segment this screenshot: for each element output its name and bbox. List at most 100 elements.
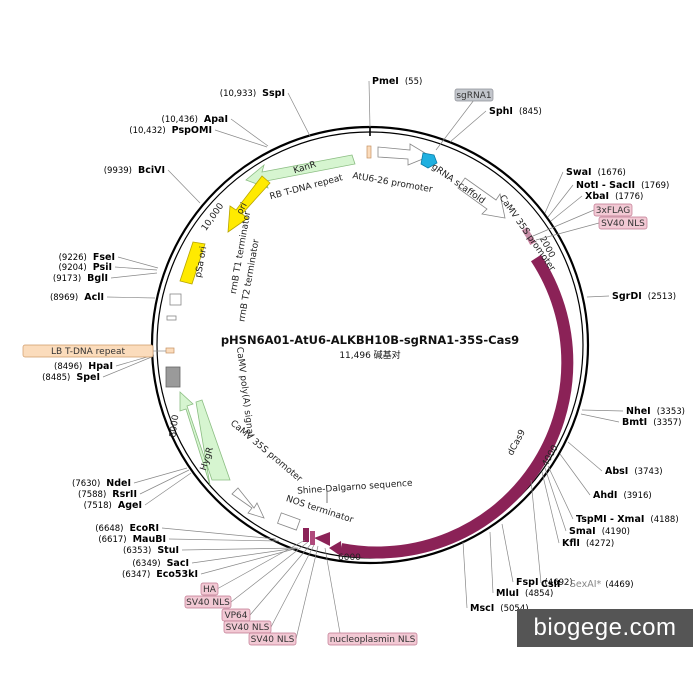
feature-pill-label: nucleoplasmin NLS <box>330 635 416 645</box>
site-position: (5054) <box>500 604 528 614</box>
site-leader <box>567 441 603 472</box>
pill-leader <box>532 209 595 237</box>
site-label: (6353)StuI <box>123 545 179 556</box>
site-label: (8485)SpeI <box>42 372 100 383</box>
feature-label-grna-scaffold: gRNA scaffold <box>429 162 486 206</box>
lb-tdna-repeat-mark <box>165 347 175 354</box>
site-name: PmeI <box>372 76 399 87</box>
feature-pill-label: VP64 <box>224 611 247 621</box>
site-label: SwaI(1676) <box>566 167 626 178</box>
site-name: SspI <box>262 88 285 99</box>
feature-pill-label: SV40 NLS <box>186 598 230 608</box>
site-name: SpeI <box>76 372 100 383</box>
feature-pill-box <box>200 582 219 596</box>
site-label: (9204)PsiI <box>58 262 112 273</box>
site-position: (1769) <box>641 181 669 191</box>
tick-6000: 6000 <box>338 553 361 563</box>
ori-arrow <box>227 175 271 233</box>
site-position: (3357) <box>653 418 681 428</box>
site-name: AbsI <box>605 466 628 477</box>
feature-pill: LB T-DNA repeat <box>22 344 154 358</box>
feature-pill-label: sgRNA1 <box>456 91 491 101</box>
feature-pill-label: 3xFLAG <box>596 206 630 216</box>
site-label: SmaI(4190) <box>569 526 630 537</box>
site-csii-pos: (4469) <box>605 580 633 590</box>
site-leader <box>110 272 158 279</box>
feature-pill-box <box>598 216 648 230</box>
camv-polya-signal <box>165 366 181 388</box>
vp64-segment <box>310 531 315 545</box>
feature-label-ori: ori <box>235 201 249 216</box>
feature-pill-box <box>22 344 154 358</box>
site-name: NheI <box>626 406 651 417</box>
feature-pill-label: SV40 NLS <box>251 635 295 645</box>
site-position: (6617) <box>98 535 126 545</box>
site-position: (7588) <box>78 490 106 500</box>
site-label: (6617)MauBI <box>98 534 166 545</box>
site-label: PmeI(55) <box>372 76 422 87</box>
site-label: (10,436)ApaI <box>162 114 228 125</box>
site-label: BmtI(3357) <box>622 417 681 428</box>
site-name: KflI <box>562 538 580 549</box>
site-position: (2513) <box>648 292 676 302</box>
pill-leader <box>324 547 341 634</box>
site-position: (10,933) <box>220 89 256 99</box>
camv35s-promoter2-arrow <box>231 487 265 519</box>
site-name: XbaI <box>585 191 609 202</box>
site-label: (8496)HpaI <box>54 361 113 372</box>
rrnb-t1-terminator <box>169 293 182 306</box>
site-leader <box>368 80 371 128</box>
tick-10000: 10,000 <box>200 201 226 233</box>
feature-pill-label: SV40 NLS <box>226 623 270 633</box>
site-name: NotI - SacII <box>576 180 635 191</box>
site-label: NotI - SacII (1769) <box>576 180 669 191</box>
site-label: (10,432)PspOMI <box>129 125 212 136</box>
grna-scaffold <box>420 152 438 169</box>
site-label: XbaI(1776) <box>585 191 643 202</box>
ha-segment <box>303 528 309 542</box>
site-label: (6347)Eco53kI <box>122 569 198 580</box>
feature-pill-box <box>248 632 297 646</box>
site-name: TspMI - XmaI <box>576 514 644 525</box>
site-label: (6648)EcoRI <box>95 523 159 534</box>
plasmid-length: 11,496 碱基对 <box>339 349 400 361</box>
site-position: (9226) <box>59 253 87 263</box>
hygr-arrow <box>179 391 231 486</box>
site-name: SwaI <box>566 167 592 178</box>
site-position: (4692) <box>544 578 572 588</box>
site-leader <box>114 266 158 271</box>
site-label: (8969)AclI <box>50 292 104 303</box>
site-position: (8969) <box>50 293 78 303</box>
site-leader <box>580 413 620 423</box>
feature-pill: SV40 NLS <box>223 620 272 634</box>
pill-leader <box>270 544 315 628</box>
site-leader <box>287 92 311 137</box>
site-name: FspI <box>516 577 538 588</box>
site-label: (7518)AgeI <box>84 500 142 511</box>
feature-pill-box <box>593 203 633 217</box>
feature-pill-box <box>184 595 232 609</box>
site-name: FseI <box>93 252 115 263</box>
feature-pill: nucleoplasmin NLS <box>327 632 418 646</box>
feature-pill-box <box>327 632 418 646</box>
pill-leader <box>535 222 600 241</box>
feature-pill-label: HA <box>203 585 217 595</box>
site-position: (7630) <box>72 479 100 489</box>
camv35s-promoter-arrow <box>457 177 506 219</box>
site-label: MscI(5054) <box>470 603 529 614</box>
site-label: NheI(3353) <box>626 406 685 417</box>
site-label: (7588)RsrII <box>78 489 137 500</box>
site-label: SgrDI(2513) <box>612 291 676 302</box>
site-label: AhdI(3916) <box>593 490 652 501</box>
feature-label-dcas9: dCas9 <box>506 428 528 458</box>
site-label: AbsI(3743) <box>605 466 663 477</box>
site-leader <box>462 541 468 609</box>
nls-cluster-arrow <box>314 532 330 546</box>
site-position: (10,432) <box>129 126 165 136</box>
site-leader <box>547 465 574 520</box>
site-leader <box>117 256 159 269</box>
feature-pill: sgRNA1 <box>454 88 494 102</box>
site-leader <box>489 531 494 594</box>
site-label: (9173)BglI <box>53 273 108 284</box>
restriction-site-labels: PmeI(55)SphI(845)SwaI(1676)NotI - SacII(… <box>42 76 685 614</box>
